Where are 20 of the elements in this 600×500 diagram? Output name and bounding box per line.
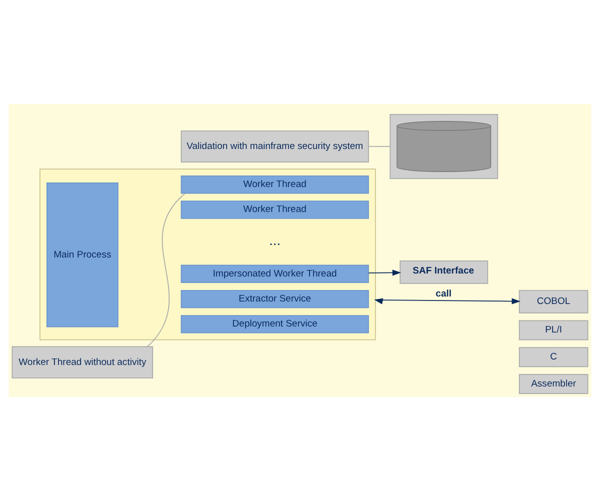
node-box: Extractor Service	[180, 289, 369, 308]
node-box: Worker Thread	[180, 175, 369, 194]
label: ...	[269, 232, 281, 248]
connector	[146, 192, 186, 347]
node-box: PL/I	[518, 320, 588, 340]
node-box: Impersonated Worker Thread	[180, 264, 369, 282]
node-box: Worker Thread	[180, 200, 369, 218]
node-box: Deployment Service	[180, 314, 369, 333]
edge-label: call	[436, 288, 452, 299]
node-box: COBOL	[518, 289, 588, 313]
node-box: C	[518, 346, 588, 367]
cluster	[390, 113, 498, 178]
node-box: SAF Interface	[400, 260, 488, 284]
node-box: Validation with mainframe security system	[180, 130, 369, 162]
node-box: Assembler	[518, 374, 588, 394]
arrow	[374, 298, 520, 304]
cluster	[40, 168, 376, 340]
arrow	[368, 269, 402, 276]
node-box: Main Process	[46, 182, 118, 327]
node-box: Worker Thread without activity	[12, 346, 154, 378]
